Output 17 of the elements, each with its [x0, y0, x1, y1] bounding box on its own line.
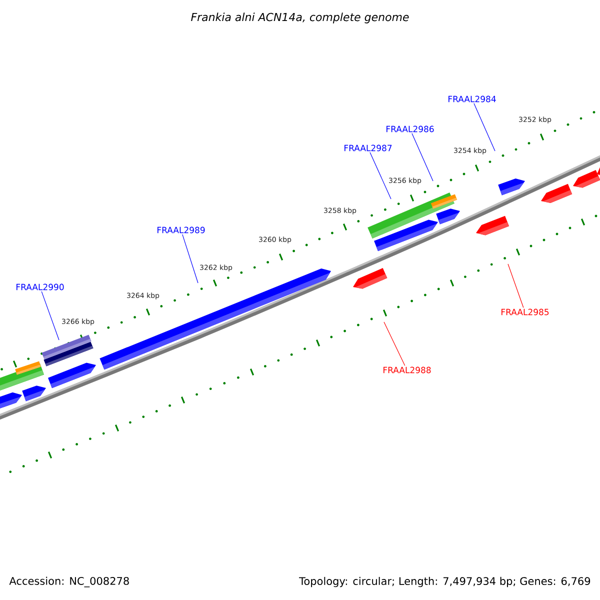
leader-line	[474, 103, 496, 152]
title: Frankia alni ACN14a, complete genome	[191, 12, 409, 24]
gene-label: FRAAL2987	[344, 144, 392, 152]
gene-label: FRAAL2989	[158, 226, 205, 234]
accession-text: Accession: NC_008278	[9, 576, 129, 588]
gene-label: FRAAL2985	[502, 308, 549, 316]
gene-label: FRAAL2988	[384, 366, 431, 374]
leader-line	[41, 291, 60, 340]
leader-line	[412, 133, 434, 182]
gene-label: FRAAL2984	[448, 96, 496, 102]
leader-line	[384, 322, 406, 366]
gene-label: FRAAL2986	[386, 126, 434, 132]
leader-line	[508, 264, 524, 308]
leader-line	[182, 234, 198, 284]
genome-info-text: Topology: circular; Length: 7,497,934 bp; Genes: 6,769	[299, 576, 590, 588]
gene-label: FRAAL2990	[16, 284, 64, 290]
leader-line	[370, 152, 392, 200]
